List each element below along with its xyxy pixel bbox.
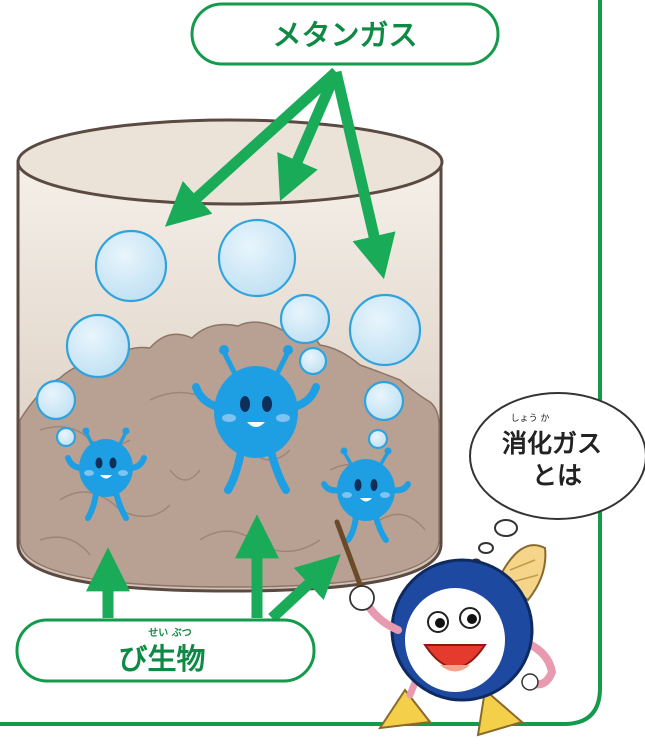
speech-ruby: しょう か — [511, 413, 550, 424]
arrow-icon — [86, 67, 396, 623]
microbes-ruby: せい ぶつ — [148, 627, 191, 639]
gas-bubble-icon — [65, 313, 131, 379]
gas-bubble-icon — [279, 293, 331, 345]
speech-second-text: とは — [532, 461, 582, 490]
frame-border — [0, 0, 602, 726]
gas-bubble-icon — [367, 428, 389, 450]
mascot-icon — [334, 519, 557, 737]
microbes-text: び生物 — [118, 642, 205, 676]
methane-gas-text: メタンガス — [272, 18, 417, 52]
microbe-icon — [65, 345, 411, 543]
gas-bubble-icon — [348, 293, 422, 367]
gas-bubble-icon — [35, 379, 77, 421]
gas-bubble-icon — [217, 218, 297, 298]
gas-bubbles — [35, 218, 422, 450]
methane-gas-label: メタンガス — [190, 2, 500, 66]
speech-bubble-icon: しょう か 消化ガス とは — [469, 392, 645, 568]
gas-bubble-icon — [363, 380, 405, 422]
gas-bubble-icon — [298, 346, 328, 376]
gas-bubble-icon — [55, 426, 77, 448]
gas-bubble-icon — [94, 229, 168, 303]
microbes-label: せい ぶつ び生物 — [15, 618, 316, 683]
speech-main-text: 消化ガス — [502, 429, 602, 458]
